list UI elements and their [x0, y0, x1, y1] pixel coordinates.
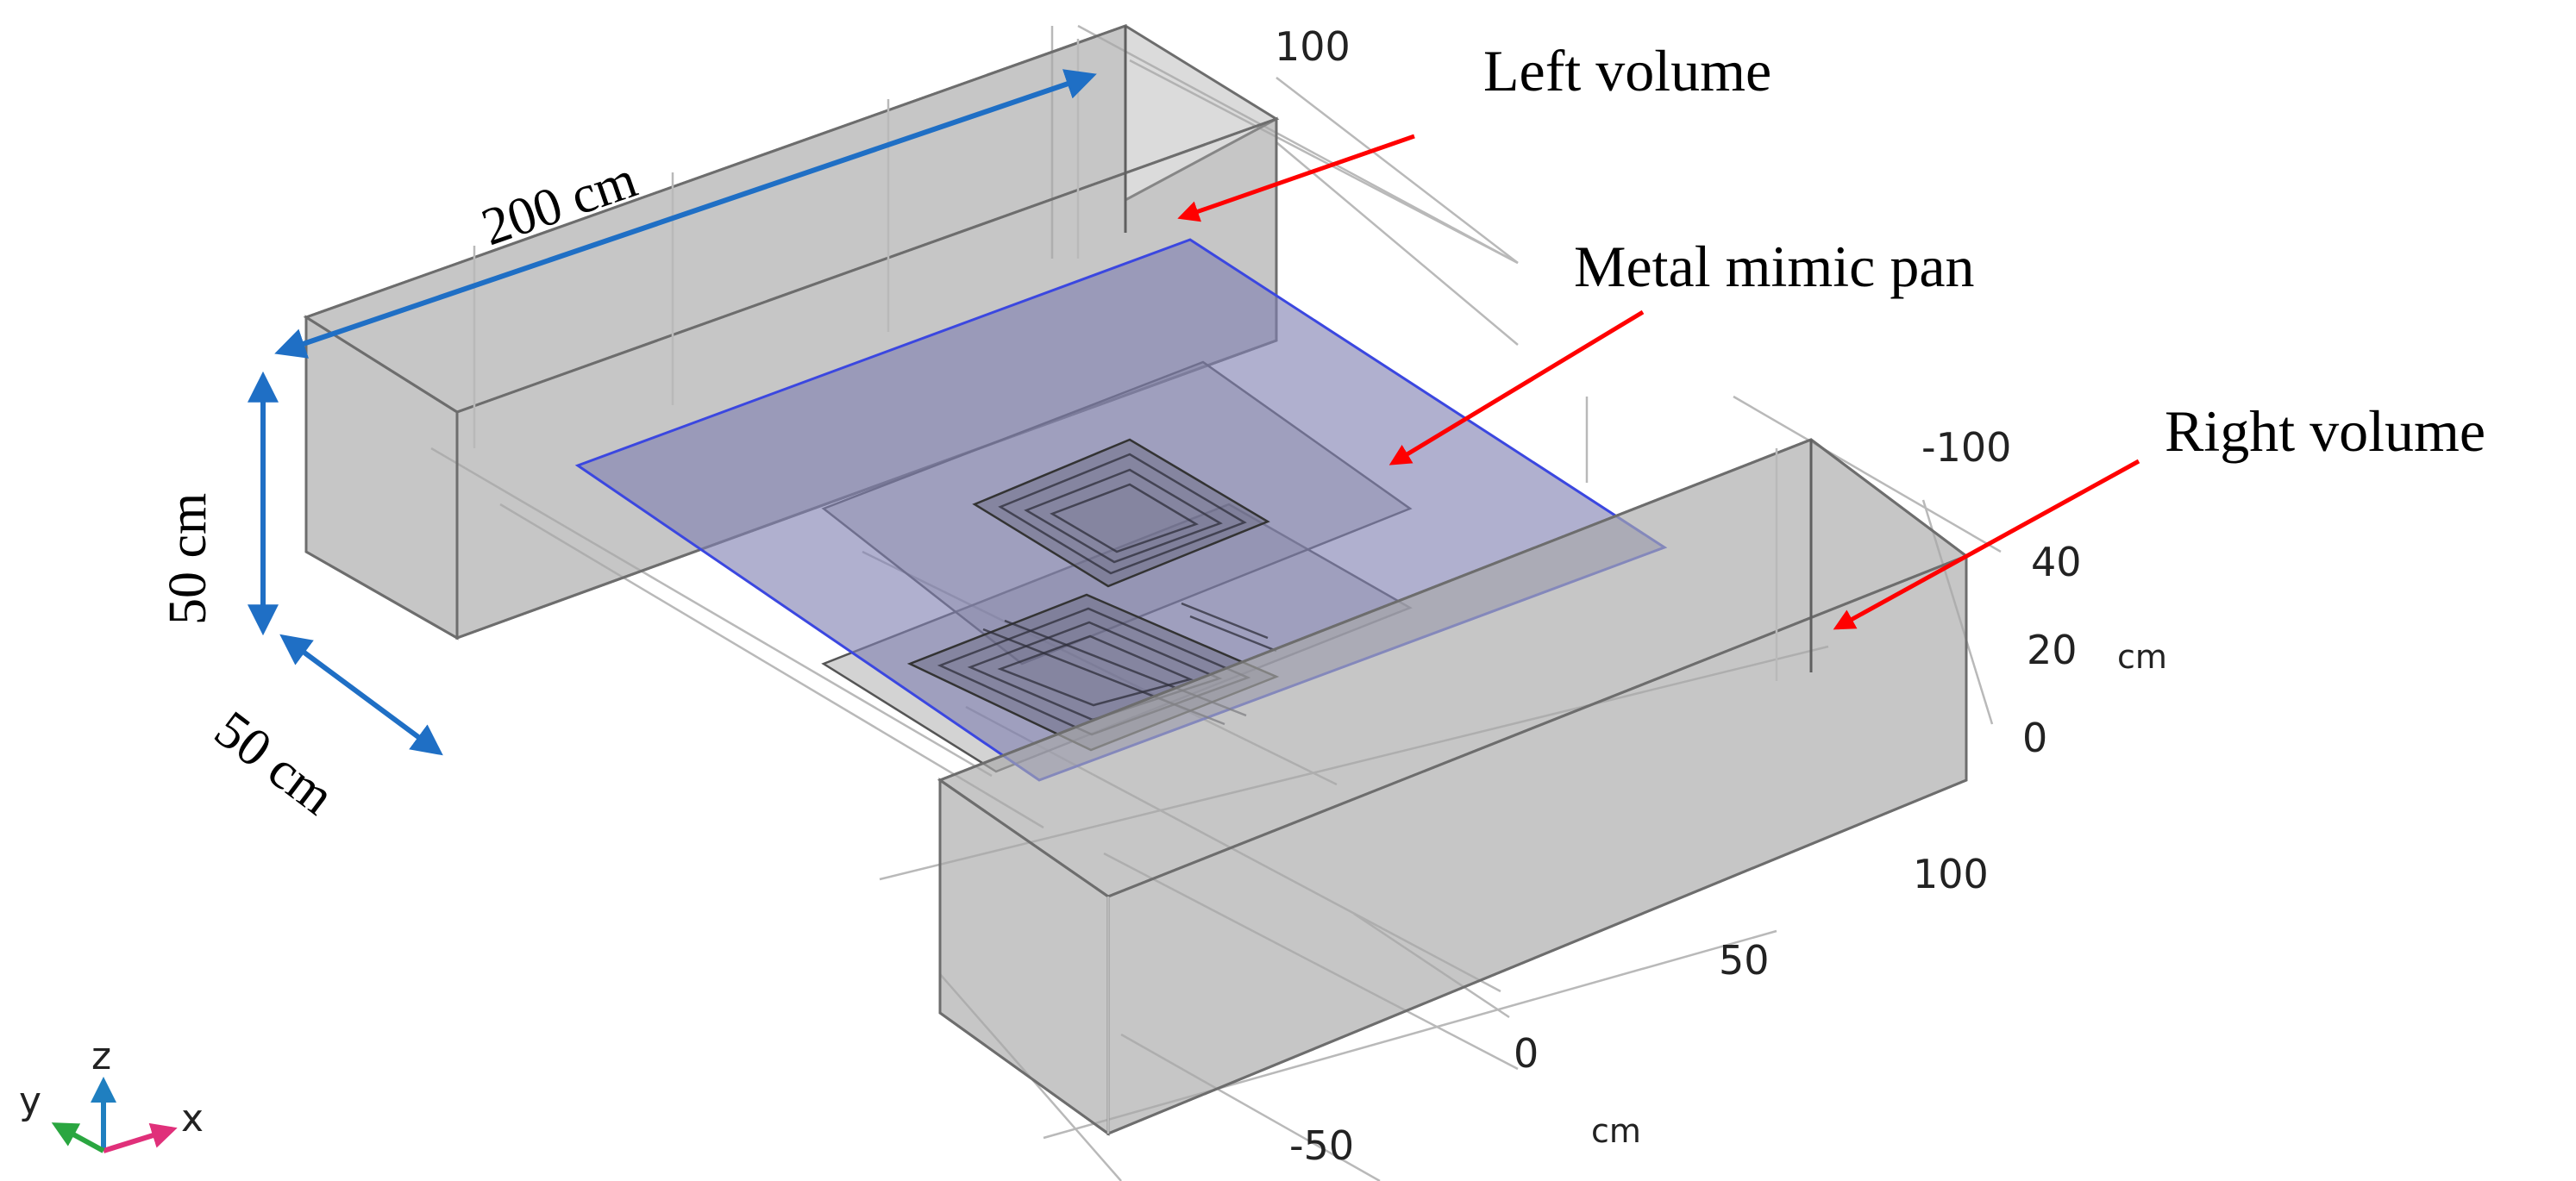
metal-pan-label: Metal mimic pan — [1574, 234, 1975, 299]
z-axis-tick-20: 20 — [2027, 627, 2078, 673]
y-axis-tick-100: 100 — [1275, 23, 1351, 70]
z-axis-tick-40: 40 — [2031, 539, 2082, 585]
length-dimension-arrow — [274, 69, 1097, 359]
triad-z-label: z — [91, 1034, 111, 1078]
depth-dimension-arrow — [279, 634, 443, 756]
y-axis-tick-minus-100: -100 — [1921, 424, 2011, 471]
triad-x-label: x — [181, 1097, 204, 1140]
x-axis-tick-0: 0 — [1514, 1030, 1539, 1077]
metal-pan-callout-arrow — [1388, 309, 1645, 466]
height-dimension-label: 50 cm — [159, 493, 217, 625]
triad-x-arrow — [103, 1122, 178, 1153]
right-volume-callout-arrow — [1833, 459, 2140, 630]
coordinate-triad: z y x — [19, 1034, 204, 1153]
depth-dimension-label: 50 cm — [204, 700, 345, 827]
x-axis-tick-minus-50: -50 — [1289, 1122, 1354, 1169]
triad-y-label: y — [19, 1079, 41, 1123]
x-axis-unit: cm — [1591, 1112, 1641, 1150]
x-axis-tick-50: 50 — [1719, 937, 1770, 984]
z-axis-tick-0: 0 — [2022, 715, 2047, 761]
z-axis-unit: cm — [2117, 638, 2167, 676]
callout-arrows — [1177, 134, 2140, 630]
dimension-arrows — [248, 69, 1097, 756]
right-volume-label: Right volume — [2165, 398, 2485, 464]
triad-y-arrow — [51, 1122, 105, 1153]
metal-mimic-pan-assembly — [574, 238, 1668, 782]
x-axis-tick-100: 100 — [1913, 851, 1989, 897]
lower-coil — [906, 593, 1280, 752]
left-volume-callout-arrow — [1177, 134, 1415, 222]
right-volume-box — [937, 438, 1970, 1136]
left-volume-label: Left volume — [1483, 38, 1771, 103]
upper-coil — [972, 438, 1270, 588]
